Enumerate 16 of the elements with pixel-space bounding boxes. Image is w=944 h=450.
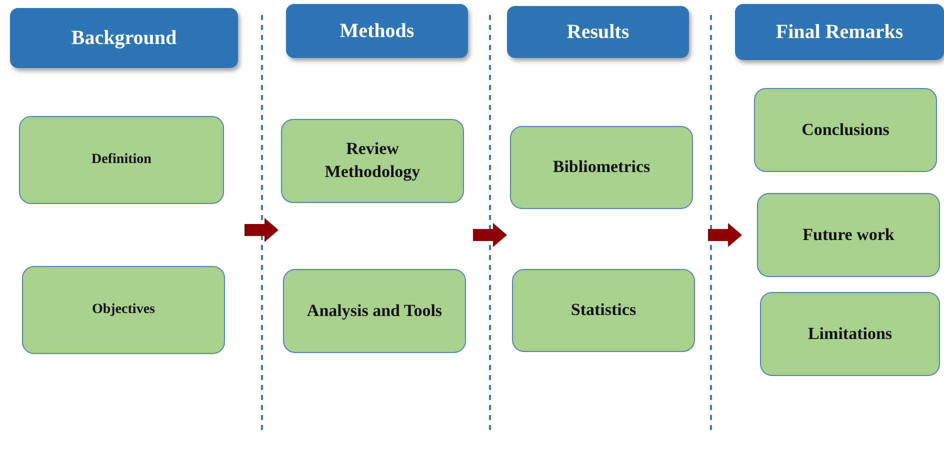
topic-box: Statistics	[512, 269, 695, 352]
topic-box: Objectives	[22, 266, 225, 354]
topic-box: Definition	[19, 116, 224, 204]
column-header: Final Remarks	[735, 4, 944, 60]
block-arrow	[708, 223, 742, 247]
topic-box: Review Methodology	[281, 119, 464, 203]
block-arrow	[473, 223, 507, 247]
column-header: Background	[10, 8, 238, 68]
topic-box: Analysis and Tools	[283, 269, 466, 353]
block-arrow	[244, 218, 278, 242]
topic-box: Limitations	[760, 292, 940, 376]
column-header: Results	[507, 6, 689, 58]
topic-box: Future work	[757, 193, 940, 277]
topic-box: Bibliometrics	[510, 126, 693, 209]
column-header: Methods	[286, 4, 468, 58]
topic-box: Conclusions	[754, 88, 937, 172]
